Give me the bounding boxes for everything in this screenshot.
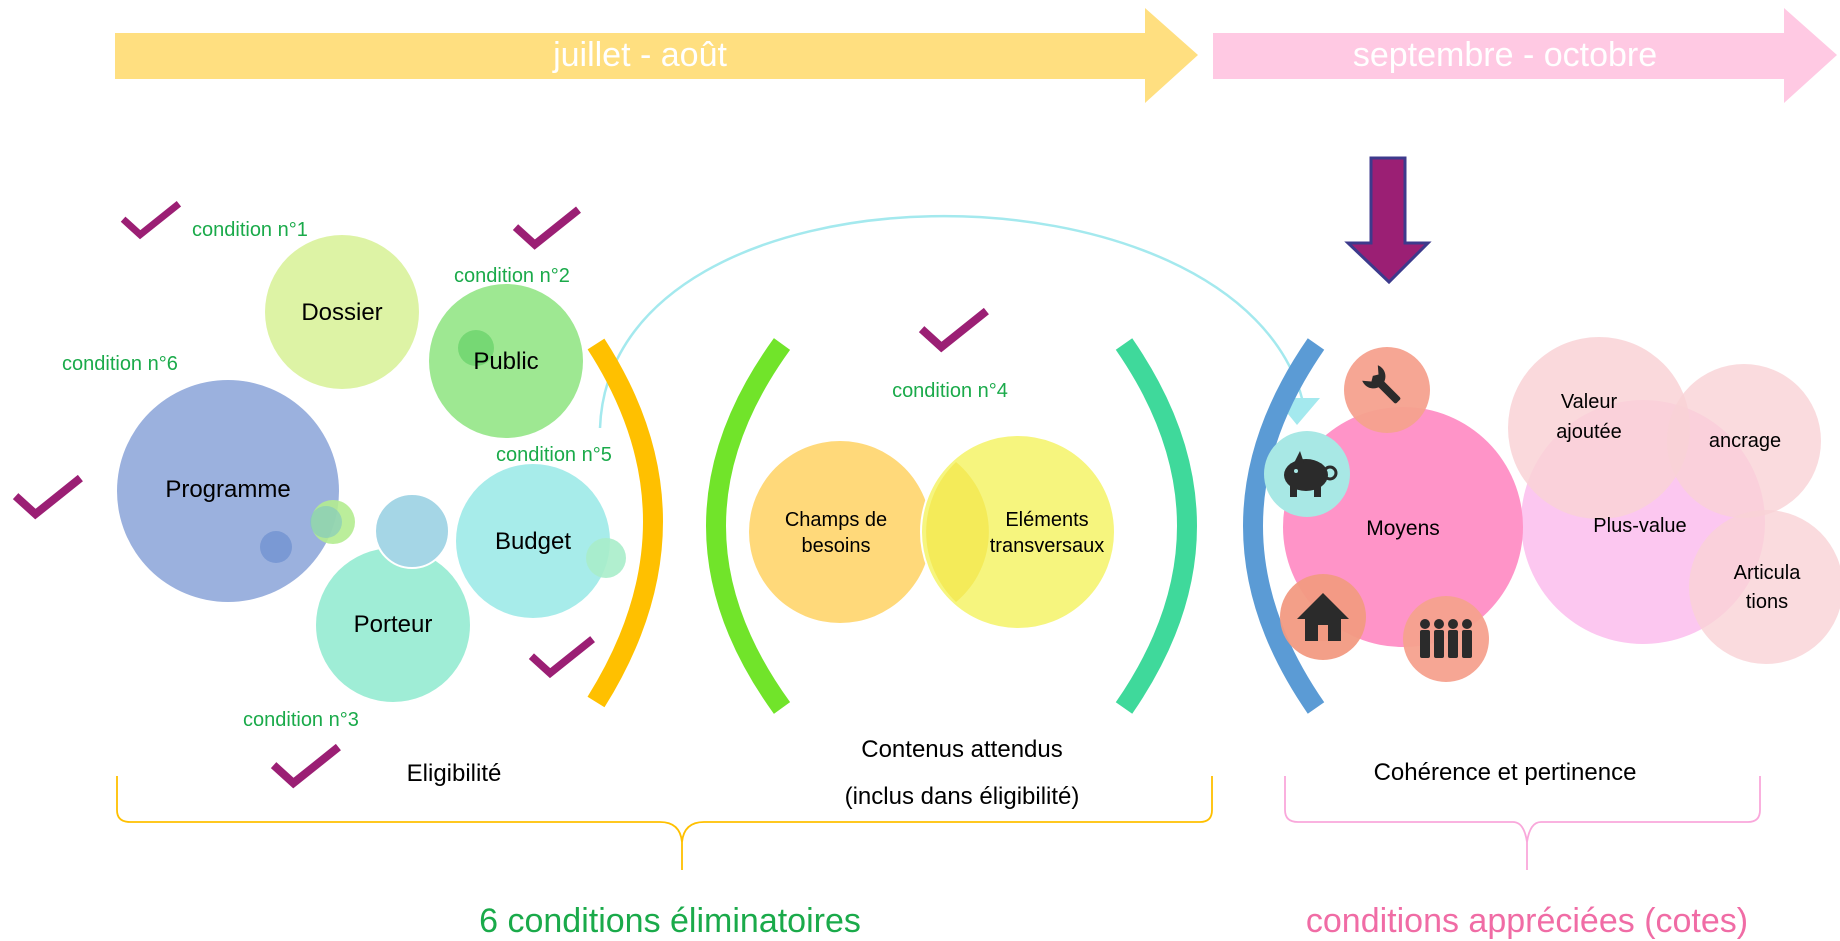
down-arrow-icon	[1344, 156, 1432, 285]
small-dark-blue-dot	[260, 531, 292, 563]
ancrage-label: ancrage	[1709, 430, 1781, 452]
public-label: Public	[473, 348, 538, 375]
small-green-bubble-right	[586, 538, 626, 578]
valeur-ajoutee-circle	[1508, 337, 1690, 519]
footer-appreciated-label: conditions appréciées (cotes)	[1306, 902, 1748, 940]
coherence-section-label: Cohérence et pertinence	[1374, 759, 1637, 786]
public-circle	[429, 284, 583, 438]
small-teal-bubble-left	[310, 506, 342, 538]
right-brace	[1284, 776, 1761, 870]
plus-value-label: Plus-value	[1593, 515, 1686, 537]
programme-label: Programme	[165, 476, 290, 503]
dossier-label: Dossier	[301, 299, 382, 326]
check-icon-condition-2	[516, 210, 579, 245]
timeline: juillet - août septembre - octobre	[115, 8, 1837, 103]
venn-right-label-line1: Eléments	[1005, 509, 1088, 531]
condition-6-label: condition n°6	[62, 353, 178, 375]
timeline-label-july-august: juillet - août	[552, 36, 727, 74]
venn-left-circle	[749, 441, 931, 623]
condition-2-label: condition n°2	[454, 265, 570, 287]
condition-4-label: condition n°4	[892, 380, 1008, 402]
coherence-bracket-left	[1243, 338, 1325, 714]
moyens-label: Moyens	[1366, 517, 1440, 540]
eligibility-bracket-right	[587, 338, 663, 708]
dossier-circle	[265, 235, 419, 389]
people-bubble	[1403, 596, 1489, 682]
check-icon-condition-3	[274, 747, 339, 783]
check-icon-condition-5	[531, 639, 592, 673]
valeur-ajoutee-label-line2: ajoutée	[1556, 421, 1622, 443]
timeline-arrow-september-october	[1213, 8, 1837, 103]
contents-group: Champs de besoins Eléments transversaux …	[749, 311, 1116, 810]
contents-bracket-right	[1115, 338, 1197, 714]
condition-3-label: condition n°3	[243, 709, 359, 731]
wrench-icon	[1362, 365, 1401, 404]
articulations-label-line2: tions	[1746, 591, 1788, 613]
budget-circle	[456, 464, 610, 618]
contents-bracket-left	[706, 338, 791, 714]
house-icon	[1297, 593, 1349, 641]
check-icon-condition-4	[922, 311, 987, 347]
budget-label: Budget	[495, 528, 571, 555]
venn-left-label-line1: Champs de	[785, 509, 887, 531]
condition-1-label: condition n°1	[192, 219, 308, 241]
contents-section-label-line1: Contenus attendus	[861, 736, 1062, 763]
connector-arc	[598, 214, 1305, 429]
piggy-bank-icon	[1284, 451, 1338, 497]
valeur-ajoutee-label-line1: Valeur	[1561, 391, 1618, 413]
public-inner-dot	[458, 330, 494, 366]
venn-right-label-line2: transversaux	[990, 535, 1105, 557]
ancrage-circle	[1667, 364, 1821, 518]
small-blue-bubble	[374, 493, 450, 569]
eligibility-section-label: Eligibilité	[407, 760, 502, 787]
articulations-circle	[1689, 510, 1840, 664]
coherence-group: Moyens Valeur ajoutée ancrage Plus-value…	[1264, 337, 1840, 786]
check-icon-condition-1	[123, 204, 179, 235]
porteur-label: Porteur	[354, 611, 433, 638]
venn-left-label-line2: besoins	[802, 535, 871, 557]
footer-eliminatory-label: 6 conditions éliminatoires	[479, 902, 861, 940]
contents-section-label-line2: (inclus dans éligibilité)	[845, 783, 1080, 810]
people-icon	[1420, 619, 1472, 658]
condition-5-label: condition n°5	[496, 444, 612, 466]
check-icon-condition-6	[16, 478, 81, 514]
timeline-label-september-october: septembre - octobre	[1353, 36, 1657, 74]
articulations-label-line1: Articula	[1734, 562, 1802, 584]
left-brace	[116, 776, 1213, 870]
porteur-circle	[316, 548, 470, 702]
timeline-arrow-july-august	[115, 8, 1198, 103]
venn-intersection	[926, 462, 989, 602]
eligibility-group: Programme Dossier Public Budget Porteur …	[16, 204, 626, 787]
